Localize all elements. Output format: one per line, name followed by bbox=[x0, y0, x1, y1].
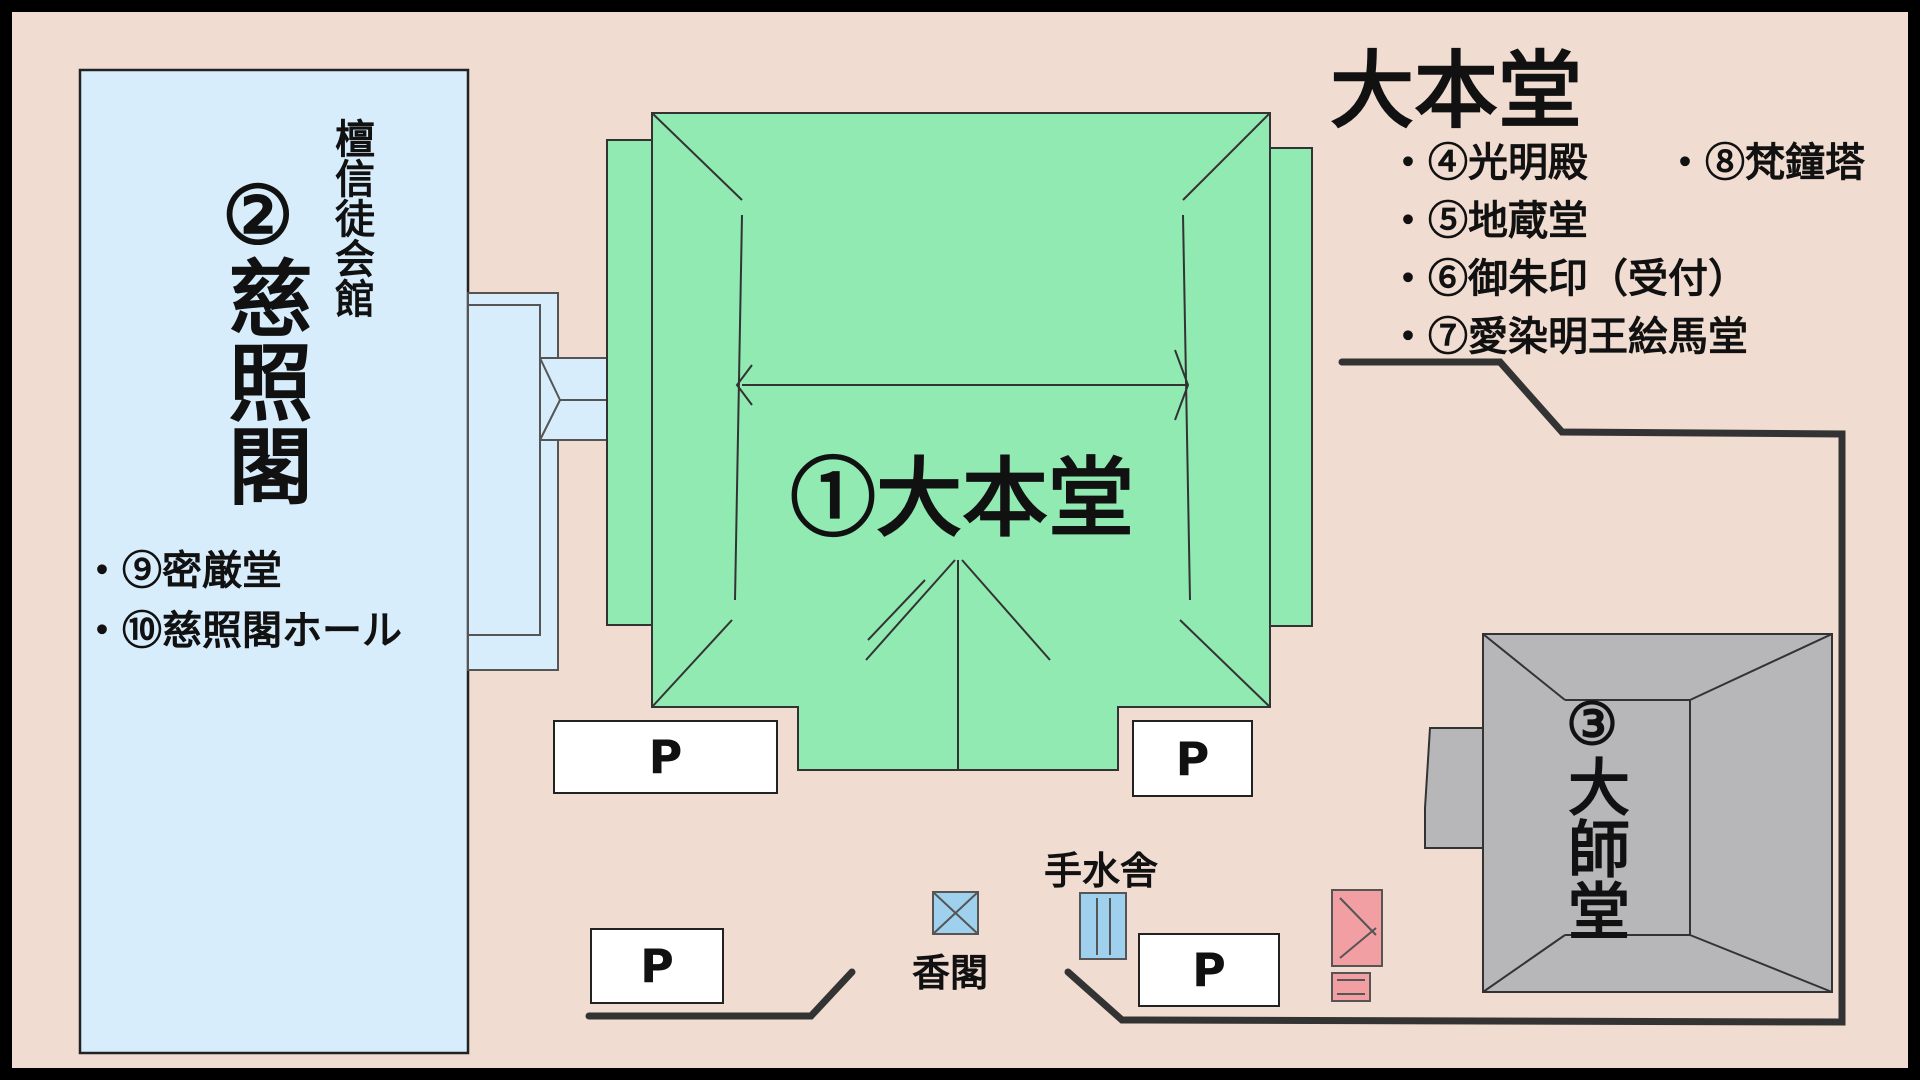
daishido-building[interactable] bbox=[1424, 633, 1833, 993]
jishokaku-subtitle: 檀信徒会館 bbox=[328, 118, 375, 318]
walkway-lines bbox=[585, 358, 1846, 1026]
jishokaku-item-9: ・⑨密厳堂 bbox=[82, 547, 282, 594]
daishido-name: 大師堂 bbox=[1557, 755, 1630, 941]
kokaku-label: 香閣 bbox=[912, 950, 989, 995]
daishido-number: ③ bbox=[1566, 690, 1618, 758]
kokaku-pavilion[interactable] bbox=[932, 891, 979, 935]
jishokaku-number: ② bbox=[222, 168, 294, 262]
map-title: 大本堂 bbox=[1330, 41, 1583, 140]
legend-item-4: ・④光明殿 bbox=[1388, 139, 1588, 186]
legend-item-7: ・⑦愛染明王絵馬堂 bbox=[1388, 313, 1748, 360]
daihondo-building[interactable] bbox=[606, 112, 1313, 771]
chozuya-label: 手水舎 bbox=[1044, 848, 1159, 893]
legend-item-5: ・⑤地蔵堂 bbox=[1388, 197, 1588, 244]
small-shrine[interactable] bbox=[1331, 889, 1383, 1002]
jishokaku-building[interactable] bbox=[78, 68, 470, 1055]
jishokaku-item-10: ・⑩慈照閣ホール bbox=[82, 607, 402, 654]
parking-lot-4[interactable]: P bbox=[1138, 933, 1280, 1007]
jishokaku-name: 慈照閣 bbox=[215, 255, 314, 507]
legend-item-6: ・⑥御朱印（受付） bbox=[1388, 255, 1748, 302]
parking-lot-1[interactable]: P bbox=[553, 720, 778, 794]
parking-lot-2[interactable]: P bbox=[1132, 720, 1253, 797]
legend-item-8: ・⑧梵鐘塔 bbox=[1665, 139, 1865, 186]
chozuya-pavilion[interactable] bbox=[1079, 892, 1127, 960]
parking-lot-3[interactable]: P bbox=[590, 928, 724, 1004]
daihondo-label: ①大本堂 bbox=[790, 448, 1134, 549]
